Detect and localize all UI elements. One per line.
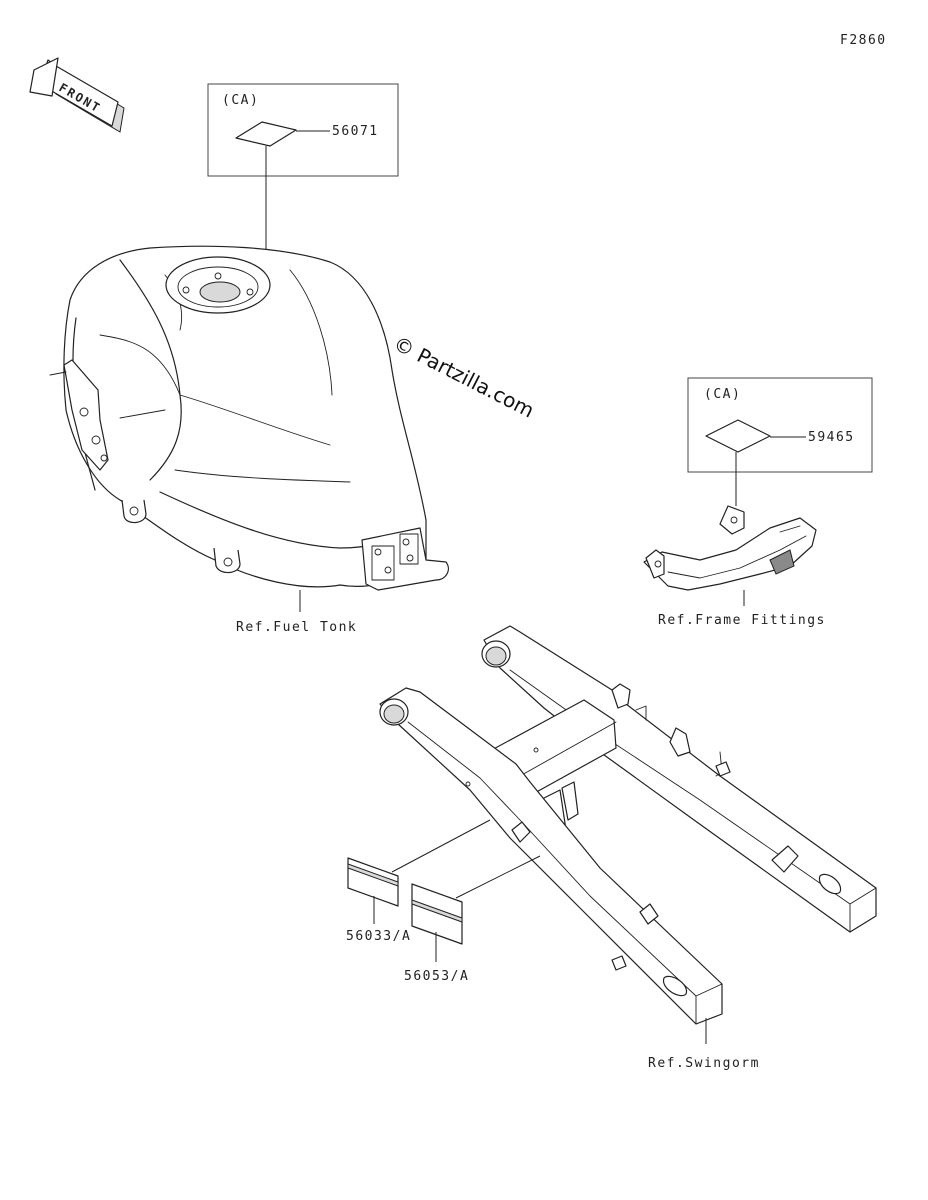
part-number-56033: 56033/A xyxy=(346,929,411,944)
front-arrow-icon: FRONT xyxy=(29,57,125,133)
figure-code: F2860 xyxy=(840,33,887,48)
callout-box-frame: (CA) 59465 xyxy=(687,377,873,473)
ca-label-frame: (CA) xyxy=(704,387,741,402)
ca-label-tank: (CA) xyxy=(222,93,259,108)
ref-swingarm: Ref.Swingorm xyxy=(648,1056,760,1071)
label-59465 xyxy=(705,419,771,453)
label-56071 xyxy=(235,121,297,147)
callout-box-tank: (CA) 56071 xyxy=(207,83,399,177)
fuel-tank-drawing xyxy=(49,245,449,591)
ref-frame-fittings: Ref.Frame Fittings xyxy=(658,613,826,628)
labels-swingarm: 56033/A 56053/A xyxy=(346,819,541,984)
ref-fuel-tank: Ref.Fuel Tonk xyxy=(236,620,357,635)
part-number-56053: 56053/A xyxy=(404,969,469,984)
part-number-59465: 59465 xyxy=(808,430,855,445)
watermark: © Partzilla.com xyxy=(390,331,538,422)
part-number-56071: 56071 xyxy=(332,124,379,139)
label-56053 xyxy=(411,883,463,945)
frame-fittings-drawing xyxy=(643,505,817,591)
swingarm-drawing xyxy=(379,625,877,1025)
